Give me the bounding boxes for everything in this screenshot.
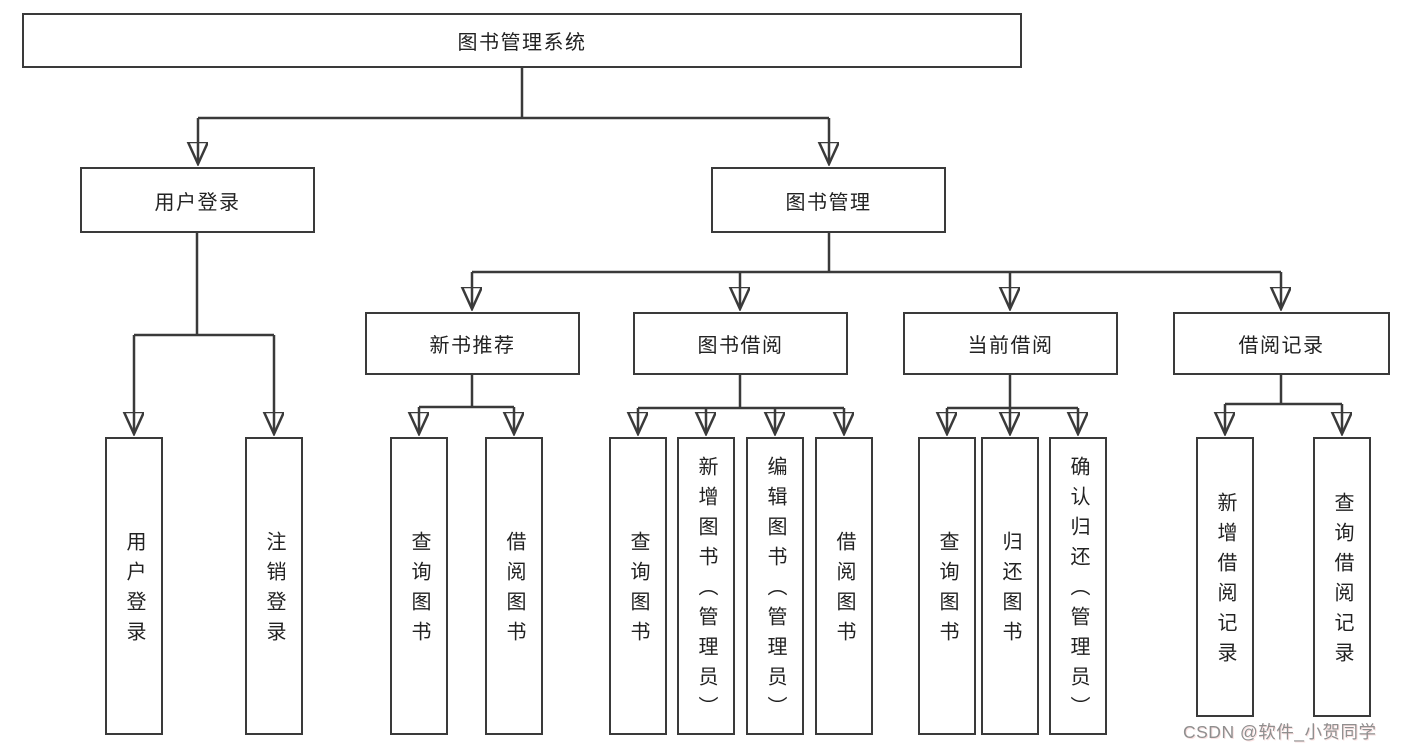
csdn-watermark: CSDN @软件_小贺同学 [1183,722,1377,742]
node-root: 图书管理系统 [22,13,1022,68]
node-book-management-label: 图书管理 [785,191,872,214]
leaf-current-return: 归还图书 [981,437,1039,735]
node-new-book-recommend-label: 新书推荐 [429,335,516,357]
leaf-borrow-add-admin: 新增图书（管理员） [677,437,735,735]
node-root-label: 图书管理系统 [457,32,587,54]
leaf-borrow-query: 查询图书 [609,437,667,735]
leaf-current-confirm-admin: 确认归还（管理员） [1049,437,1107,735]
node-user-login-label: 用户登录 [154,191,241,214]
node-user-login: 用户登录 [80,167,315,233]
leaf-borrow-edit-admin: 编辑图书（管理员） [746,437,804,735]
leaf-records-query: 查询借阅记录 [1313,437,1371,717]
node-current-borrow: 当前借阅 [903,312,1118,375]
node-borrow-records-label: 借阅记录 [1238,335,1325,357]
leaf-records-add: 新增借阅记录 [1196,437,1254,717]
node-book-management: 图书管理 [711,167,946,233]
leaf-user-login: 用户登录 [105,437,163,735]
leaf-borrow-borrow: 借阅图书 [815,437,873,735]
leaf-current-query: 查询图书 [918,437,976,735]
leaf-newbooks-query: 查询图书 [390,437,448,735]
node-book-borrow: 图书借阅 [633,312,848,375]
node-book-borrow-label: 图书借阅 [697,335,784,357]
leaf-newbooks-borrow: 借阅图书 [485,437,543,735]
node-borrow-records: 借阅记录 [1173,312,1390,375]
node-new-book-recommend: 新书推荐 [365,312,580,375]
leaf-logout: 注销登录 [245,437,303,735]
node-current-borrow-label: 当前借阅 [967,335,1054,357]
